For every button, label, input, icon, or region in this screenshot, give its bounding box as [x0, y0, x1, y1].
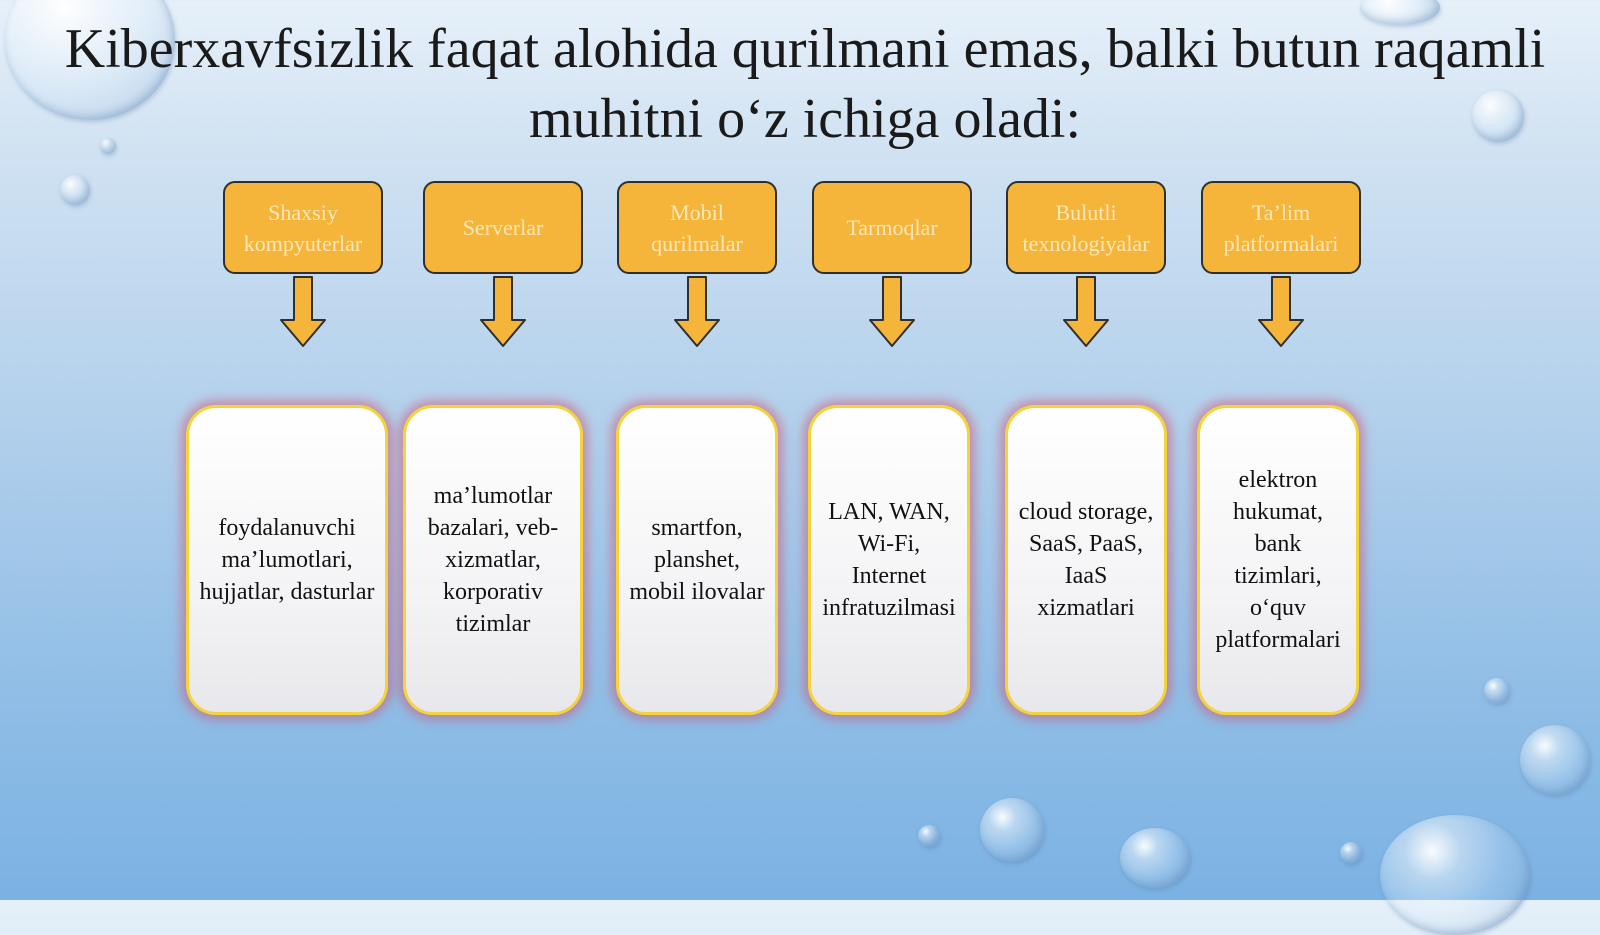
category-description-card: ma’lumotlar bazalari, veb-xizmatlar, kor…: [403, 405, 583, 715]
water-droplet-decoration: [1472, 90, 1524, 142]
category-header: Ta’lim platformalari: [1201, 181, 1361, 274]
down-arrow-icon: [280, 276, 326, 347]
down-arrow-icon: [1258, 276, 1304, 347]
slide-title: Kiberxavfsizlik faqat alohida qurilmani …: [64, 18, 1546, 150]
category-description-card: cloud storage, SaaS, PaaS, IaaS xizmatla…: [1005, 405, 1167, 715]
category-description-card: LAN, WAN, Wi-Fi, Internet infratuzilmasi: [808, 405, 970, 715]
category-header: Mobil qurilmalar: [617, 181, 777, 274]
down-arrow-icon: [480, 276, 526, 347]
category-header: Tarmoqlar: [812, 181, 972, 274]
category-description-text: LAN, WAN, Wi-Fi, Internet infratuzilmasi: [822, 499, 956, 621]
category-description-card: foydalanuvchi ma’lumotlari, hujjatlar, d…: [186, 405, 388, 715]
category-description-card: elektron hukumat, bank tizimlari, o‘quv …: [1197, 405, 1359, 715]
category-description-text: elektron hukumat, bank tizimlari, o‘quv …: [1215, 467, 1341, 653]
category-header: Bulutli texnologiyalar: [1006, 181, 1166, 274]
water-droplet-decoration: [1380, 815, 1530, 935]
category-description-card: smartfon, planshet, mobil ilovalar: [616, 405, 778, 715]
category-header: Serverlar: [423, 181, 583, 274]
water-droplet-decoration: [1484, 678, 1510, 704]
water-droplet-decoration: [1520, 725, 1590, 795]
water-droplet-decoration: [1340, 842, 1362, 864]
water-droplet-decoration: [918, 825, 940, 847]
water-droplet-decoration: [1120, 828, 1190, 888]
category-description-text: foydalanuvchi ma’lumotlari, hujjatlar, d…: [199, 515, 375, 605]
category-header: Shaxsiy kompyuterlar: [223, 181, 383, 274]
category-description-text: ma’lumotlar bazalari, veb-xizmatlar, kor…: [427, 483, 559, 637]
down-arrow-icon: [1063, 276, 1109, 347]
down-arrow-icon: [869, 276, 915, 347]
down-arrow-icon: [674, 276, 720, 347]
category-description-text: smartfon, planshet, mobil ilovalar: [629, 515, 765, 605]
category-description-text: cloud storage, SaaS, PaaS, IaaS xizmatla…: [1018, 499, 1154, 621]
water-droplet-decoration: [980, 798, 1044, 862]
water-droplet-decoration: [100, 138, 116, 154]
water-droplet-decoration: [60, 175, 90, 205]
